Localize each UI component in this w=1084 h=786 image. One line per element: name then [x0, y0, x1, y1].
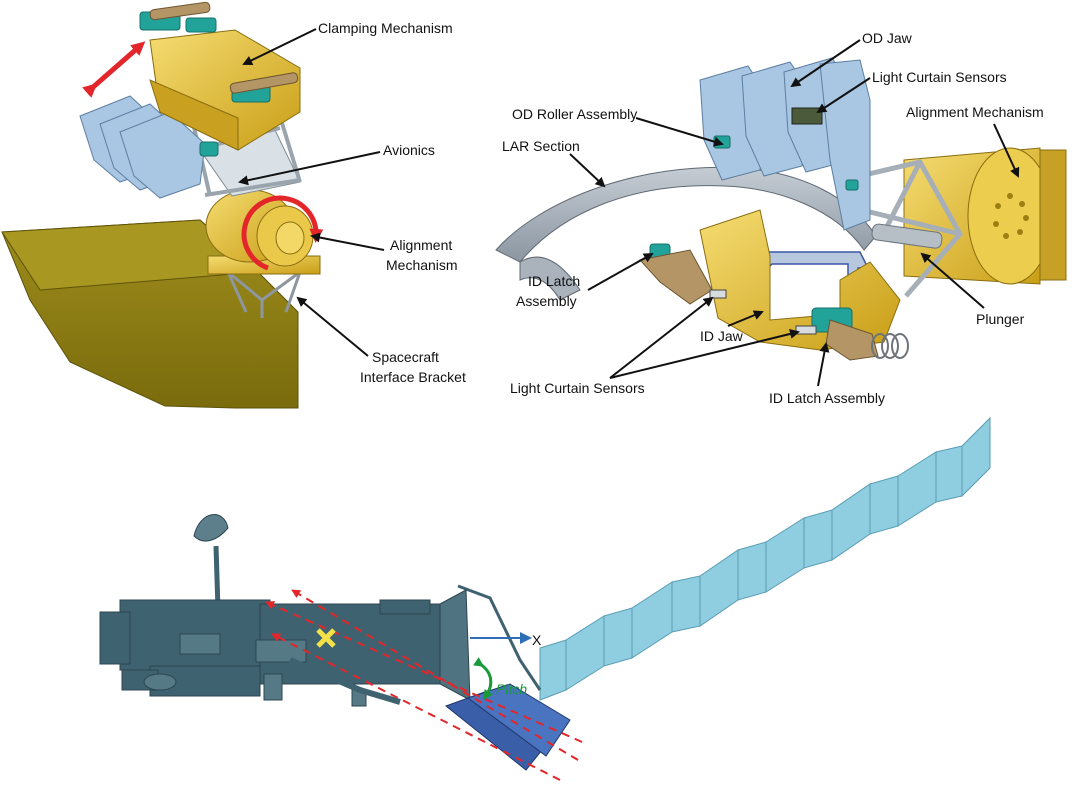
leader-avionics: [238, 151, 381, 186]
label-x-axis: X: [532, 632, 542, 648]
plunger-shape: [871, 223, 943, 249]
interface-bracket-shape: [226, 270, 302, 318]
leader-light-curtain-bottom-a: [609, 296, 714, 379]
leader-lar: [569, 153, 606, 188]
label-alignment-line1: Alignment: [390, 237, 452, 253]
label-id-latch-bottom: ID Latch Assembly: [769, 390, 885, 406]
alignment-bolt-circle: [993, 193, 1029, 239]
pitch-arrow: [473, 657, 493, 701]
clamp-housing-face: [149, 79, 239, 151]
leader-light-curtain-top: [816, 77, 871, 114]
leader-od-jaw: [790, 39, 861, 88]
alignment-mechanism-face: [967, 147, 1053, 285]
leader-alignment-mechanism: [993, 123, 1020, 178]
label-bracket-line1: Spacecraft: [372, 349, 439, 365]
lar-section-shape: [495, 166, 877, 263]
leader-clamping: [242, 28, 317, 65]
label-clamping-mechanism: Clamping Mechanism: [318, 20, 453, 36]
center-of-mass-marker: [316, 628, 336, 648]
label-id-latch-left-line2: Assembly: [516, 293, 577, 309]
antenna-dish: [193, 514, 229, 542]
label-id-latch-left-line1: ID Latch: [528, 273, 580, 289]
solar-array: [539, 416, 991, 701]
leader-id-latch-bottom: [817, 342, 830, 387]
label-alignment-mechanism: Alignment Mechanism: [906, 104, 1044, 120]
field-of-view-lines: [265, 589, 583, 781]
id-latch-bottom-shape: [825, 319, 879, 361]
alignment-drum-hub: [275, 221, 305, 255]
label-alignment-line2: Mechanism: [386, 257, 458, 273]
capture-tool: [444, 683, 571, 771]
light-curtain-sensor-right: [795, 325, 817, 335]
label-lar-section: LAR Section: [502, 138, 580, 154]
label-bracket-line2: Interface Bracket: [360, 369, 466, 385]
bus-arm: [288, 657, 401, 705]
label-light-curtain-top: Light Curtain Sensors: [872, 69, 1007, 85]
label-plunger: Plunger: [976, 311, 1025, 327]
latch-spring-shape: [871, 333, 909, 359]
solar-boom: [457, 584, 542, 691]
leader-id-jaw: [727, 310, 764, 327]
label-od-roller: OD Roller Assembly: [512, 106, 637, 122]
leader-id-latch-left: [587, 253, 654, 291]
rotation-arrow: [241, 195, 324, 271]
leader-alignment: [310, 232, 385, 251]
leader-bracket: [296, 296, 369, 357]
alignment-mechanism-mount: [1039, 149, 1067, 281]
od-jaw-fingers-shape: [79, 95, 206, 199]
label-pitch: Pitch: [496, 681, 527, 697]
translation-arrow: [82, 41, 146, 98]
id-latch-left-shape: [639, 249, 713, 305]
panel-b-jaw-detail-view: OD Jaw Light Curtain Sensors OD Roller A…: [495, 30, 1067, 406]
panel-a-gripper-view: Clamping Mechanism Avionics Alignment Me…: [1, 1, 466, 409]
label-od-jaw: OD Jaw: [862, 30, 913, 46]
label-avionics: Avionics: [383, 142, 435, 158]
leader-od-roller: [635, 117, 724, 147]
panel-c-servicer-view: X Pitch: [99, 416, 991, 781]
label-id-jaw: ID Jaw: [700, 328, 744, 344]
lar-section-inner: [519, 256, 581, 301]
light-curtain-sensor-left: [709, 289, 727, 299]
clamp-linkage-shapes: [149, 1, 299, 94]
light-curtain-sensor-top: [791, 107, 823, 125]
label-light-curtain-bottom: Light Curtain Sensors: [510, 380, 645, 396]
leader-light-curtain-bottom-b: [609, 329, 800, 379]
antenna-mast: [213, 545, 221, 611]
leader-plunger: [920, 252, 985, 309]
clamp-latch-shapes: [139, 11, 271, 157]
